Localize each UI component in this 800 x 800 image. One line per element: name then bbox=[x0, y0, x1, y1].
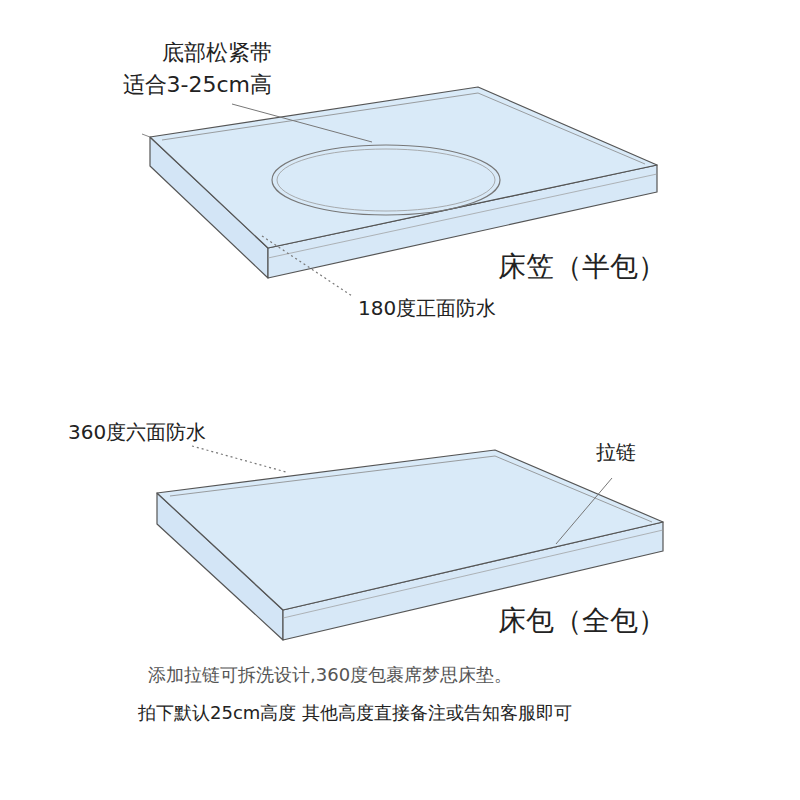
fitted-sheet bbox=[150, 87, 657, 278]
leader-line bbox=[262, 236, 352, 296]
note-text: 拍下默认25cm高度 其他高度直接备注或告知客服即可 bbox=[138, 702, 572, 724]
callout-text: 180度正面防水 bbox=[358, 296, 496, 320]
callout-text: 适合3-25cm高 bbox=[123, 72, 272, 98]
leader-line bbox=[192, 446, 286, 472]
product-name: 床笠（半包） bbox=[498, 250, 666, 284]
callout-text: 360度六面防水 bbox=[68, 420, 206, 444]
product-name: 床包（全包） bbox=[498, 604, 666, 638]
leader-line bbox=[232, 104, 372, 142]
callout-text: 拉链 bbox=[596, 440, 636, 464]
callout-text: 底部松紧带 bbox=[162, 40, 272, 66]
note-text: 添加拉链可拆洗设计,360度包裹席梦思床垫。 bbox=[148, 664, 512, 686]
edge-mark bbox=[142, 134, 150, 137]
leader-line bbox=[556, 478, 612, 544]
